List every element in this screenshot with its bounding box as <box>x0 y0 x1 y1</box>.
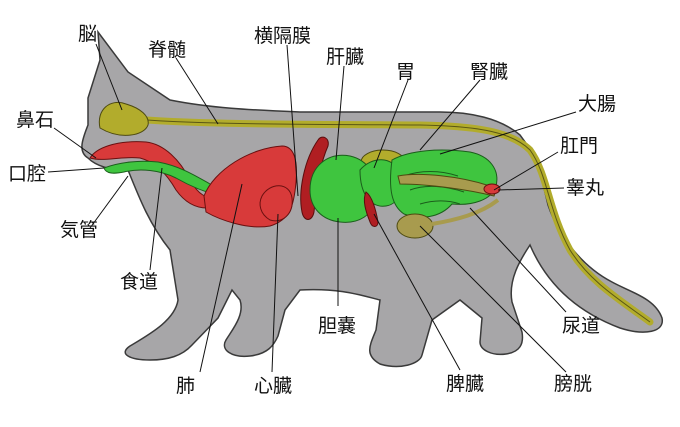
testicle-shape <box>483 183 501 195</box>
label-lung: 肺 <box>176 375 195 397</box>
label-anus: 肛門 <box>560 135 598 157</box>
heart-shape <box>259 185 293 222</box>
label-trachea: 気管 <box>60 219 98 241</box>
label-stomach: 胃 <box>396 61 415 83</box>
label-liver: 肝臓 <box>326 46 364 68</box>
label-diaphragm: 横隔膜 <box>254 25 311 47</box>
leader-lines <box>47 43 577 373</box>
label-urethra: 尿道 <box>562 315 600 337</box>
brain-shape <box>98 102 149 136</box>
label-large-intestine: 大腸 <box>578 93 616 115</box>
label-brain: 脳 <box>78 23 97 45</box>
label-kidney: 腎臓 <box>470 61 508 83</box>
trachea-shape <box>103 160 223 197</box>
label-nasal-sinus: 鼻石 <box>16 109 54 131</box>
bladder-shape <box>396 213 434 239</box>
label-heart: 心臓 <box>254 375 292 397</box>
label-spinal-cord: 脊髄 <box>148 39 186 61</box>
label-oral-cavity: 口腔 <box>8 163 46 185</box>
label-bladder: 膀胱 <box>554 373 592 395</box>
spleen-shape <box>363 191 379 227</box>
label-spleen: 脾臓 <box>446 373 484 395</box>
urethra-shape <box>431 198 500 226</box>
label-esophagus: 食道 <box>120 271 158 293</box>
label-testicle: 睾丸 <box>566 177 604 199</box>
label-gallbladder: 胆嚢 <box>318 315 356 337</box>
